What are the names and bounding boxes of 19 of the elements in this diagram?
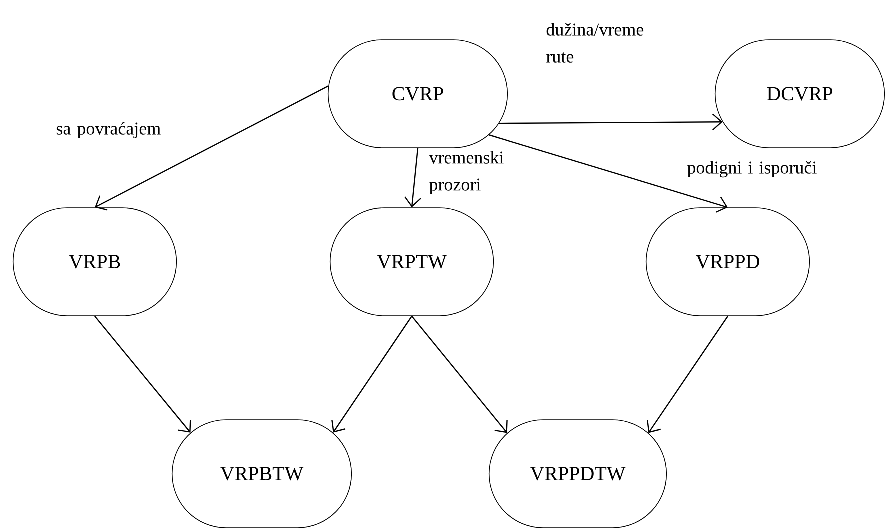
- process-box: VRPB: [12, 208, 178, 316]
- process-box: VRPTW: [330, 208, 494, 316]
- arrow: [95, 86, 329, 211]
- process-box: VRPPDTW: [488, 420, 668, 528]
- edge-label: dužina/vreme rute: [546, 23, 644, 63]
- process-box: VRPBTW: [172, 420, 352, 528]
- arrow: [499, 114, 723, 131]
- process-box: DCVRP: [714, 40, 886, 148]
- arrow: [412, 316, 508, 434]
- edge-label: sa povraćajem: [56, 122, 161, 139]
- arrow: [94, 316, 192, 433]
- process-box: VRPPD: [646, 208, 810, 316]
- arrow: [404, 148, 422, 208]
- arrow: [647, 316, 728, 434]
- arrow: [332, 316, 412, 433]
- edge-label: podigni i isporuči: [687, 161, 817, 178]
- arrow: [489, 134, 728, 213]
- process-box: CVRP: [328, 40, 508, 148]
- edge-label: vremenski prozori: [429, 151, 504, 194]
